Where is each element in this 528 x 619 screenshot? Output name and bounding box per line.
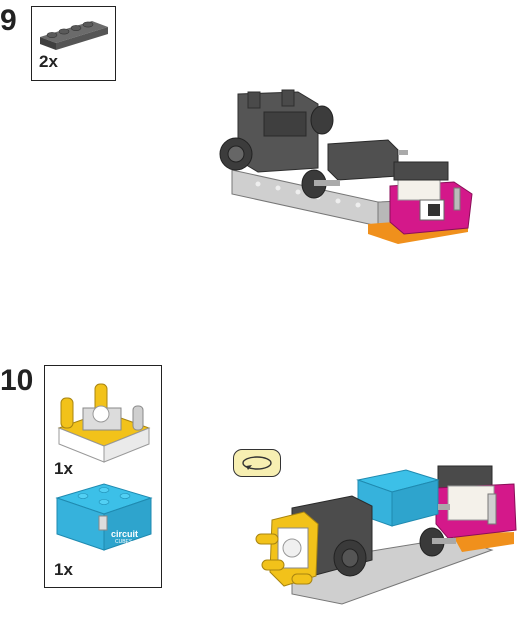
parts-callout: 1x circuit CUBES 1x xyxy=(44,365,162,588)
circuit-brand-label: circuit xyxy=(111,529,139,539)
dark-gray-plate-icon xyxy=(40,21,108,50)
step-number: 9 xyxy=(0,4,17,37)
rotate-arrow-icon xyxy=(242,456,272,470)
circuit-brand-sublabel: CUBES xyxy=(115,539,133,545)
part-quantity: 1x xyxy=(54,459,73,478)
part-quantity: 2x xyxy=(39,52,58,71)
parts-callout: 2x xyxy=(31,6,116,81)
yellow-sensor-block-icon xyxy=(57,383,151,463)
rotate-model-icon xyxy=(233,449,281,477)
step10-model-illustration xyxy=(255,465,517,605)
step-number: 10 xyxy=(0,364,34,397)
circuit-cube-icon xyxy=(55,483,153,551)
part-quantity: 1x xyxy=(54,560,73,579)
step9-model-illustration xyxy=(219,89,473,244)
